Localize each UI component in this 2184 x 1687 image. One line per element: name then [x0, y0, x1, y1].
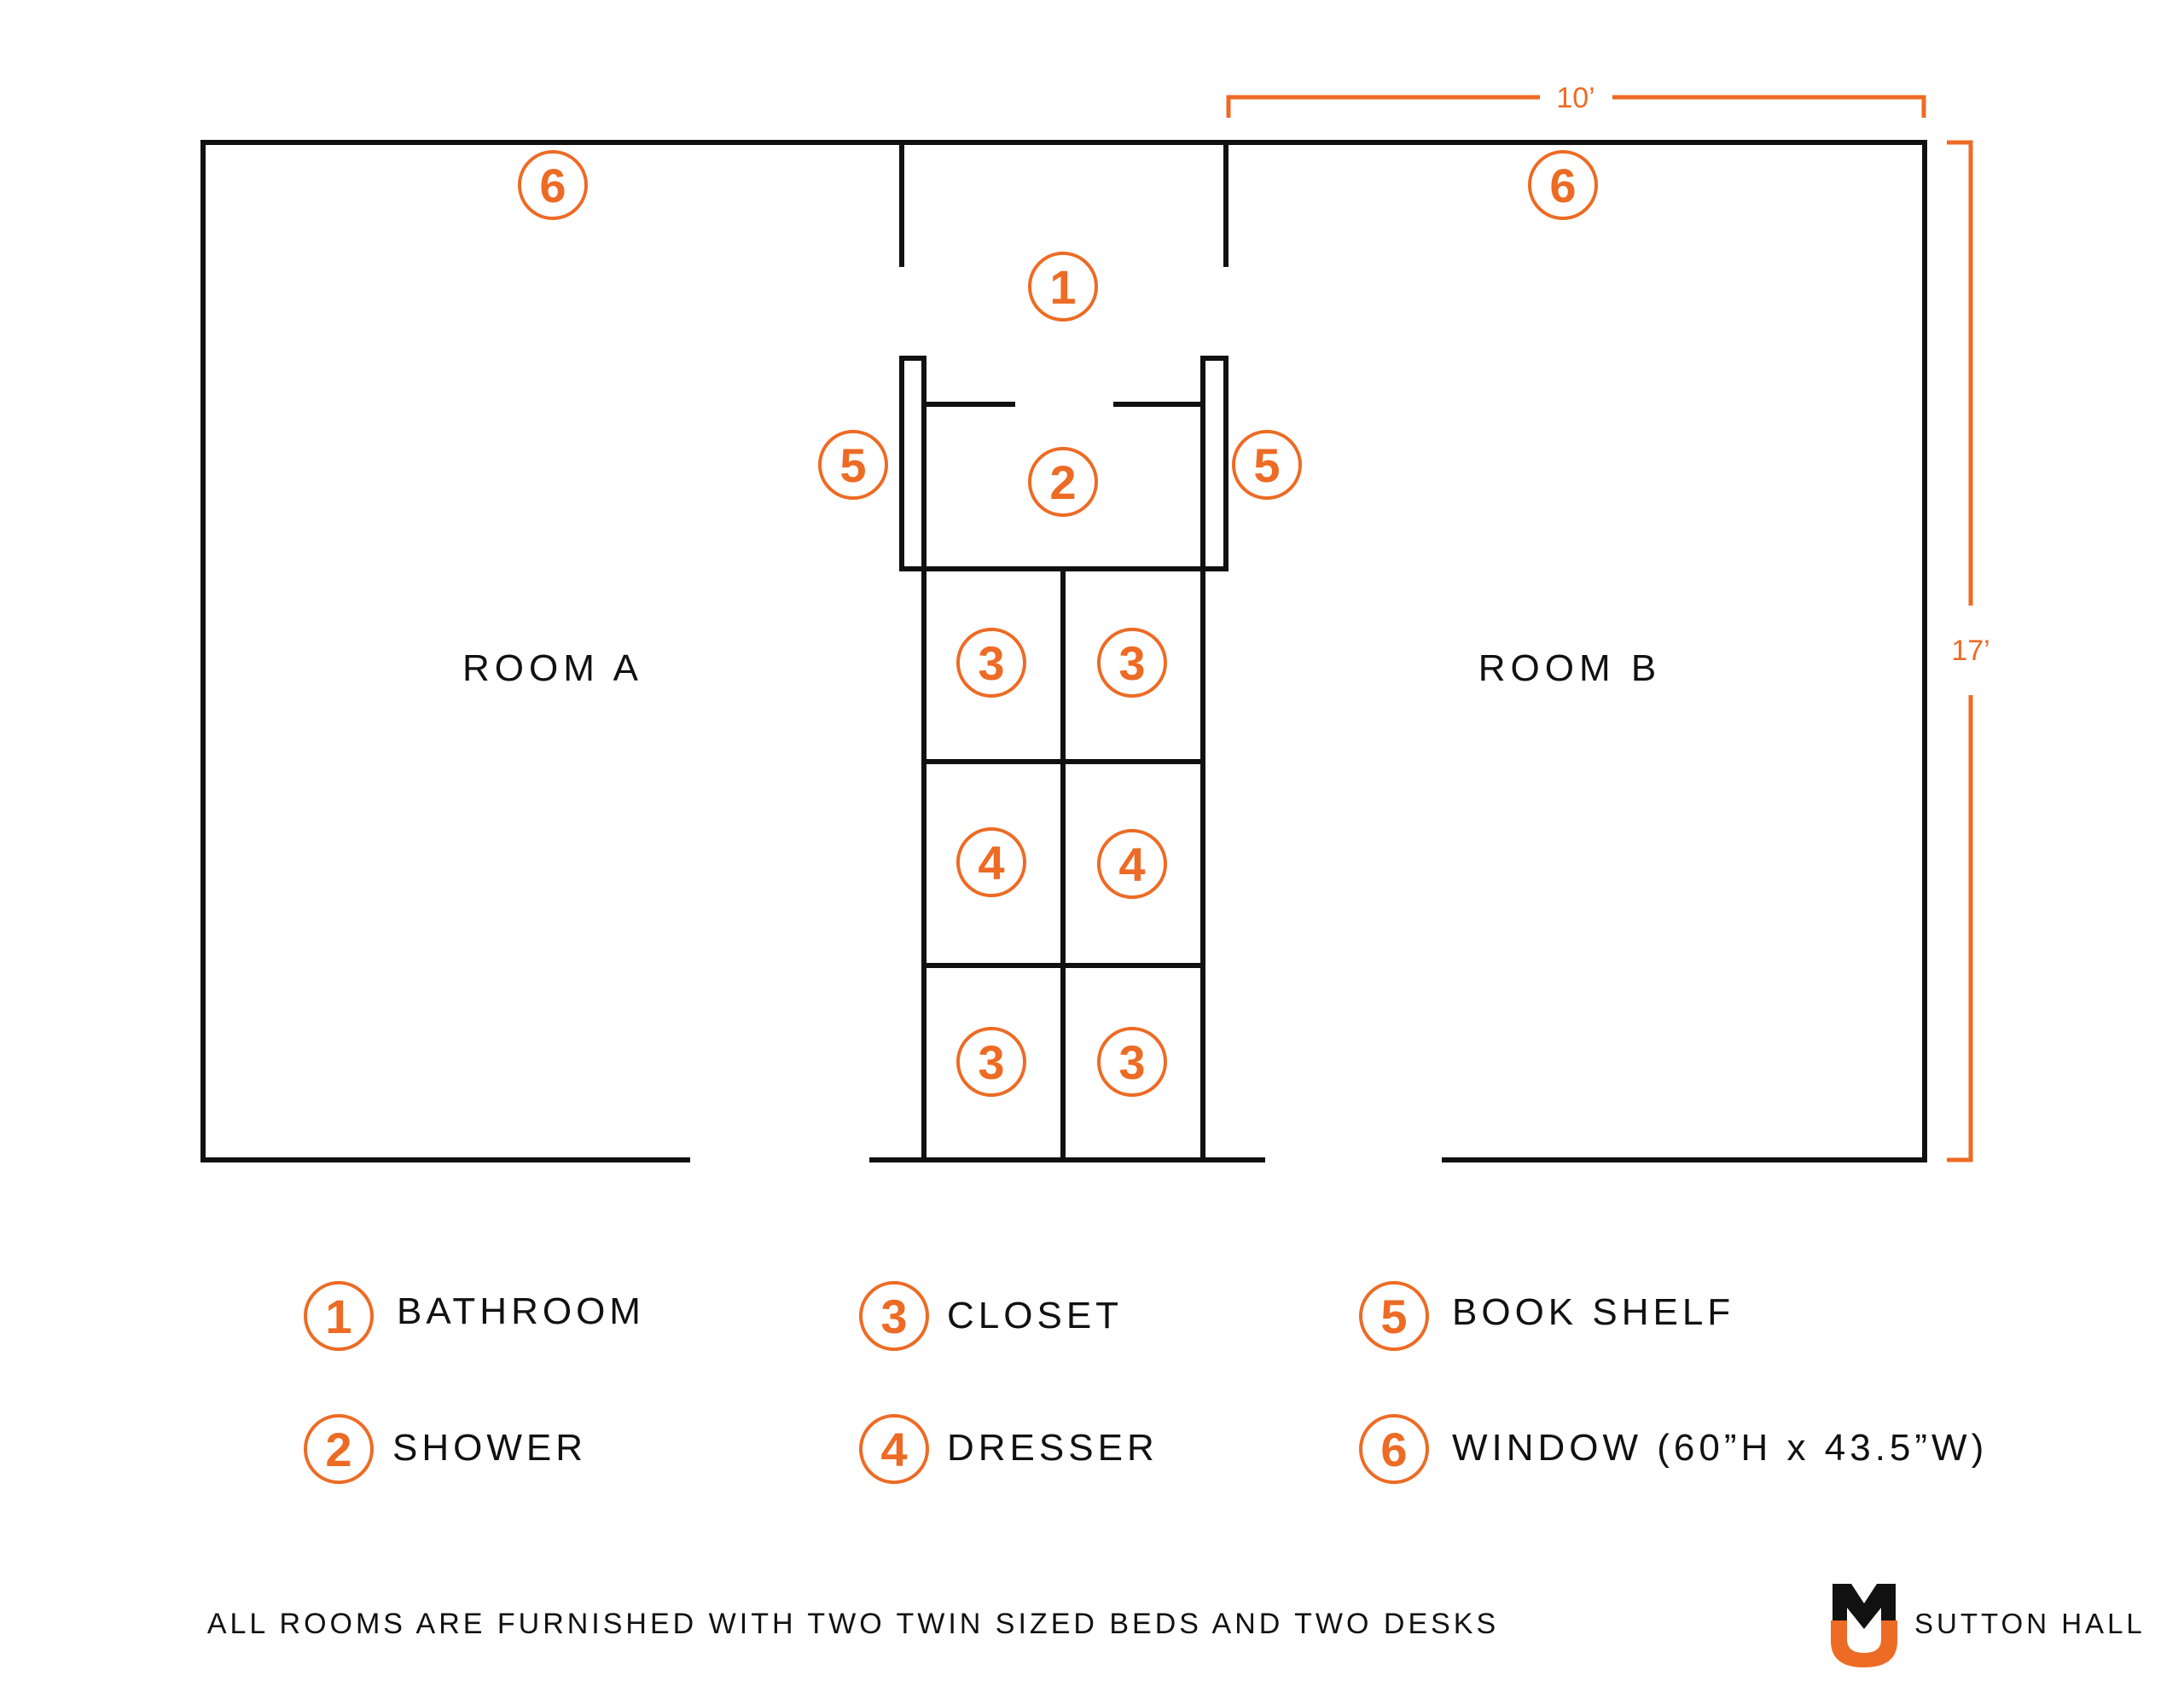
dresser-marker-left: 4 [956, 827, 1026, 897]
width-dimension: 10’ [1226, 82, 1926, 118]
width-dimension-line-left [1226, 95, 1540, 118]
svg-text:5: 5 [839, 438, 866, 492]
width-dimension-label: 10’ [1556, 82, 1594, 114]
shower-marker: 2 [1028, 447, 1098, 517]
svg-text:3: 3 [978, 636, 1004, 690]
height-dimension-label: 17’ [1951, 635, 1989, 667]
legend-label: BOOK SHELF [1452, 1291, 1734, 1333]
svg-text:1: 1 [1049, 260, 1076, 314]
legend-marker: 3 [880, 1290, 907, 1343]
svg-text:5: 5 [1253, 438, 1280, 492]
legend-marker: 2 [325, 1423, 351, 1476]
bookshelf-marker-right: 5 [1232, 430, 1302, 500]
svg-text:6: 6 [539, 159, 566, 212]
legend-label: SHOWER [392, 1427, 587, 1469]
height-dimension-line-top [1947, 140, 1973, 606]
bookshelf-marker-left: 5 [818, 430, 888, 500]
height-dimension-line-bottom [1947, 695, 1973, 1162]
closet-marker-lower-right: 3 [1097, 1027, 1167, 1097]
svg-text:3: 3 [1118, 1035, 1145, 1089]
room-a-label: ROOM A [462, 647, 643, 689]
legend-marker: 4 [880, 1423, 907, 1476]
legend-item-bathroom: 1 BATHROOM [304, 1281, 645, 1351]
svg-text:6: 6 [1549, 159, 1576, 212]
bookshelf-right-outline [1200, 356, 1228, 571]
legend-label: BATHROOM [397, 1290, 645, 1332]
window-marker-room-b: 6 [1528, 150, 1598, 220]
height-dimension: 17’ [1947, 140, 1990, 1162]
width-dimension-line-right [1612, 95, 1926, 118]
brand-name: SUTTON HALL [1914, 1608, 2146, 1639]
dresser-marker-right: 4 [1097, 829, 1167, 899]
legend-item-closet: 3 CLOSET [859, 1281, 1123, 1351]
legend-item-bookshelf: 5 BOOK SHELF [1359, 1281, 1734, 1351]
legend-marker: 5 [1380, 1290, 1407, 1343]
legend-item-window: 6 WINDOW (60”H x 43.5”W) [1359, 1414, 1988, 1484]
furnishing-footnote: ALL ROOMS ARE FURNISHED WITH TWO TWIN SI… [207, 1608, 1499, 1640]
legend-label: WINDOW (60”H x 43.5”W) [1452, 1427, 1988, 1469]
brand: SUTTON HALL [1831, 1584, 2146, 1667]
logo-u-shape [1831, 1620, 1897, 1667]
sutton-hall-logo [1831, 1584, 1897, 1667]
room-b-label: ROOM B [1478, 647, 1661, 689]
legend: 1 BATHROOM 2 SHOWER 3 CLOSET 4 DRESSER 5… [304, 1281, 1988, 1484]
svg-text:4: 4 [978, 836, 1004, 890]
svg-text:4: 4 [1118, 838, 1145, 891]
legend-item-dresser: 4 DRESSER [859, 1414, 1159, 1484]
legend-label: CLOSET [947, 1295, 1123, 1336]
legend-marker: 6 [1380, 1423, 1407, 1476]
closet-marker-lower-left: 3 [956, 1027, 1026, 1097]
walls [200, 140, 1927, 1162]
bookshelf-left-outline [899, 356, 926, 571]
legend-label: DRESSER [947, 1427, 1159, 1469]
closet-marker-upper-right: 3 [1097, 628, 1167, 698]
svg-text:3: 3 [978, 1035, 1004, 1089]
closet-marker-upper-left: 3 [956, 628, 1026, 698]
svg-text:3: 3 [1118, 636, 1145, 690]
legend-item-shower: 2 SHOWER [304, 1414, 587, 1484]
svg-text:2: 2 [1049, 455, 1076, 509]
bathroom-marker: 1 [1028, 252, 1098, 322]
logo-m-shape [1833, 1584, 1896, 1631]
legend-marker: 1 [325, 1290, 351, 1343]
window-marker-room-a: 6 [518, 150, 588, 220]
